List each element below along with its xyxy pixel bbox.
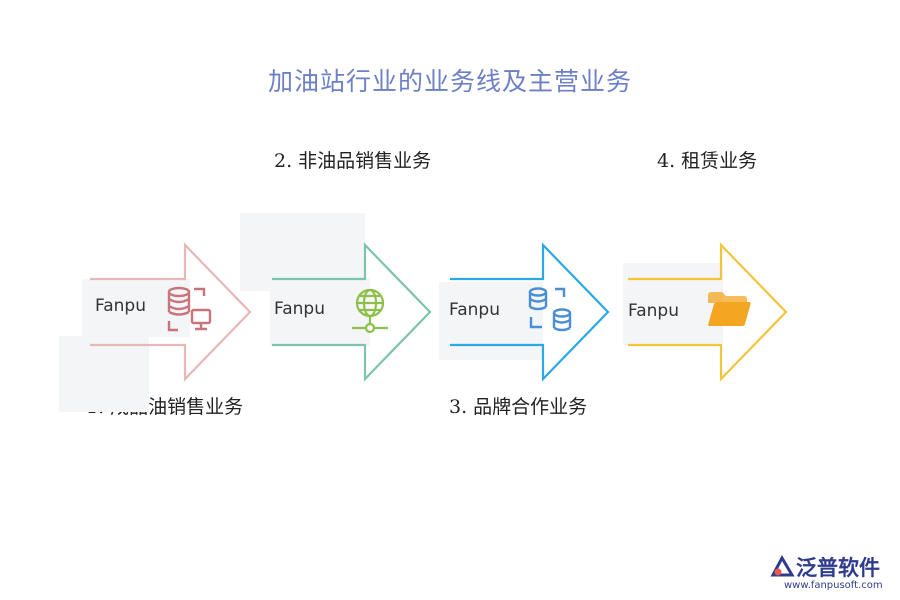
folder-icon xyxy=(708,292,751,326)
step-4-arrow-outline xyxy=(628,242,788,382)
step-4-arrow xyxy=(628,242,788,382)
step-4-label-patch xyxy=(623,263,723,345)
database-computer-icon xyxy=(167,286,212,332)
globe-network-icon xyxy=(352,288,388,334)
diagram-title: 加油站行业的业务线及主营业务 xyxy=(267,67,632,96)
step-2-arrow-outline xyxy=(272,242,432,382)
fanpu-logo-icon xyxy=(770,555,795,577)
brand-name: 泛普软件 xyxy=(796,556,880,580)
step-1-fanpu-text: Fanpu xyxy=(95,296,146,316)
step-3-arrow-outline xyxy=(450,242,610,382)
step-3-fanpu-text: Fanpu xyxy=(449,300,500,320)
step-4-fanpu-text: Fanpu xyxy=(628,301,679,321)
step-1-arrow xyxy=(90,242,252,382)
brand-logo: 泛普软件 www.fanpusoft.com xyxy=(770,552,895,598)
step-3-label-patch xyxy=(439,282,543,360)
brand-url: www.fanpusoft.com xyxy=(784,580,883,591)
step-2-arrow xyxy=(272,242,432,382)
step-3-label: 3. 品牌合作业务 xyxy=(449,396,588,418)
step-2-fanpu-text: Fanpu xyxy=(274,299,325,319)
database-sync-icon xyxy=(528,287,572,332)
step-2-label-patch xyxy=(270,278,370,346)
step-1-arrow-outline xyxy=(90,242,252,382)
step-3-arrow xyxy=(450,242,610,382)
step-4-label: 4. 租赁业务 xyxy=(657,150,758,172)
step-2-label: 2. 非油品销售业务 xyxy=(274,150,432,172)
step-1-shadow-patch xyxy=(59,336,149,412)
